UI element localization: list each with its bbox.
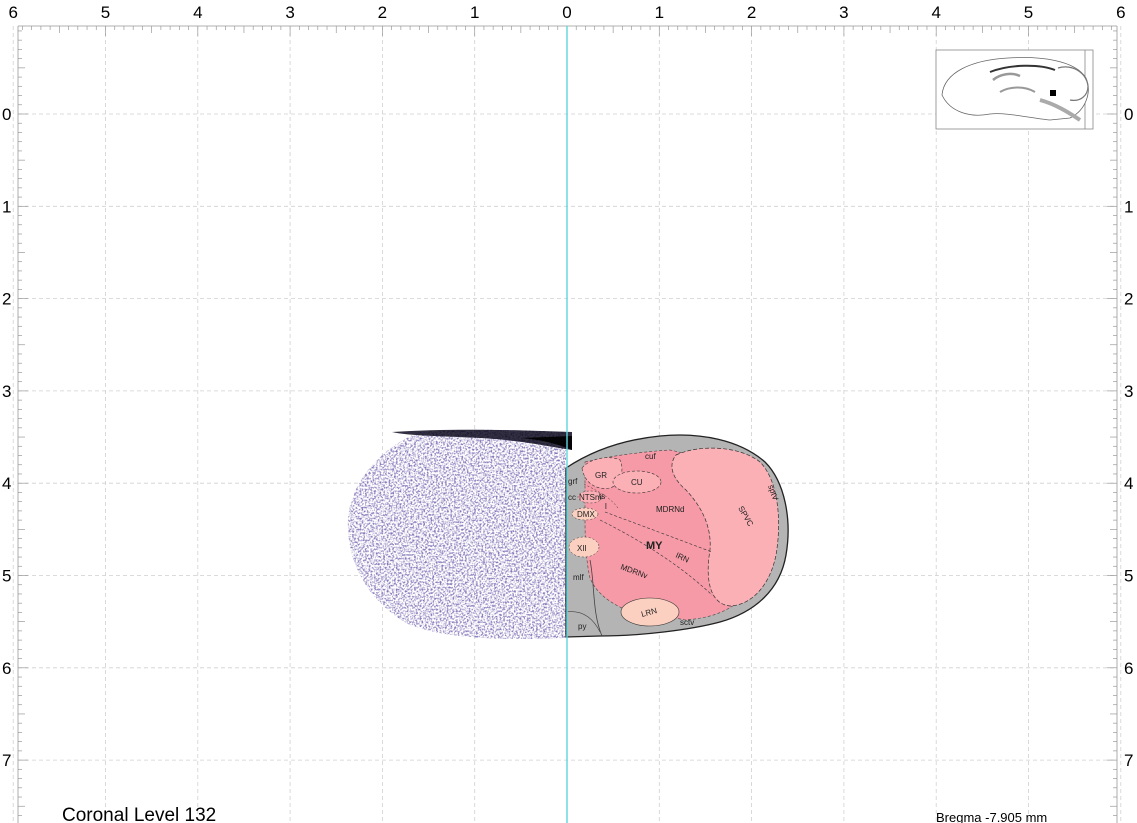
left-axis-label: 5 bbox=[2, 567, 11, 586]
right-axis-label: 7 bbox=[1124, 751, 1133, 770]
label-grf: grf bbox=[568, 477, 578, 486]
label-LRN: LRN bbox=[640, 606, 658, 619]
top-axis-label: 5 bbox=[1024, 3, 1033, 22]
label-NTSm: NTSm bbox=[579, 493, 602, 502]
region-SPVC bbox=[671, 447, 779, 607]
right-axis-label: 0 bbox=[1124, 105, 1133, 124]
label-sctv: sctv bbox=[680, 618, 694, 627]
axes: 6 5 4 3 2 1 0 1 2 3 4 5 6 0 1 2 3 4 5 6 7 0 1 2 3 4 5 6 7 bbox=[2, 3, 1133, 823]
label-XII: XII bbox=[577, 544, 587, 553]
label-cuf: cuf bbox=[645, 452, 656, 461]
irn-mdrnv-divider bbox=[599, 519, 713, 596]
region-NTSm bbox=[577, 490, 603, 504]
py-border bbox=[565, 611, 601, 633]
left-axis-label: 1 bbox=[2, 197, 11, 216]
region-DMX bbox=[571, 507, 599, 521]
sagittal-thumbnail bbox=[935, 49, 1094, 130]
level-title: Coronal Level 132 bbox=[62, 805, 216, 823]
top-axis-label: 0 bbox=[562, 3, 571, 22]
label-CU: CU bbox=[631, 478, 643, 487]
label-MY: MY bbox=[646, 540, 663, 552]
label-py: py bbox=[578, 622, 586, 631]
top-axis-label: 4 bbox=[193, 3, 202, 22]
left-axis-label: 7 bbox=[2, 751, 11, 770]
top-axis-label: 2 bbox=[747, 3, 756, 22]
right-axis-label: 3 bbox=[1124, 382, 1133, 401]
left-axis-label: 4 bbox=[2, 474, 11, 493]
region-CU bbox=[612, 470, 662, 494]
top-axis-label: 5 bbox=[101, 3, 110, 22]
top-axis-label: 6 bbox=[1116, 3, 1125, 22]
top-axis-label: 4 bbox=[931, 3, 940, 22]
top-axis-label: 1 bbox=[470, 3, 479, 22]
atlas-annotation: grf GR ts cuf CU cc NTSm l DMX MDRNd SPV… bbox=[565, 434, 789, 638]
label-GR: GR bbox=[595, 471, 607, 480]
nissl-section bbox=[347, 429, 572, 639]
label-DMX: DMX bbox=[577, 510, 595, 519]
label-l: l bbox=[605, 502, 607, 511]
right-axis-label: 5 bbox=[1124, 567, 1133, 586]
top-axis-label: 3 bbox=[839, 3, 848, 22]
mdrnd-irn-divider bbox=[604, 511, 713, 553]
top-axis-label: 2 bbox=[378, 3, 387, 22]
right-axis-label: 6 bbox=[1124, 659, 1133, 678]
right-axis-label: 2 bbox=[1124, 290, 1133, 309]
left-axis-label: 0 bbox=[2, 105, 11, 124]
label-cc: cc bbox=[568, 493, 576, 502]
left-axis-label: 6 bbox=[2, 659, 11, 678]
mlf-border bbox=[589, 559, 603, 637]
left-axis-label: 2 bbox=[2, 290, 11, 309]
top-axis-label: 1 bbox=[655, 3, 664, 22]
bregma-label: Bregma -7.905 mm bbox=[936, 810, 1047, 823]
left-axis-label: 3 bbox=[2, 382, 11, 401]
label-MDRNd: MDRNd bbox=[656, 505, 684, 514]
label-ts: ts bbox=[599, 492, 605, 501]
label-mlf: mlf bbox=[573, 573, 584, 582]
region-GR bbox=[581, 457, 623, 489]
right-axis-label: 4 bbox=[1124, 474, 1133, 493]
top-axis-label: 3 bbox=[285, 3, 294, 22]
right-axis-label: 1 bbox=[1124, 197, 1133, 216]
region-LRN bbox=[620, 597, 680, 627]
region-XII bbox=[568, 536, 600, 558]
top-axis-label: 6 bbox=[8, 3, 17, 22]
